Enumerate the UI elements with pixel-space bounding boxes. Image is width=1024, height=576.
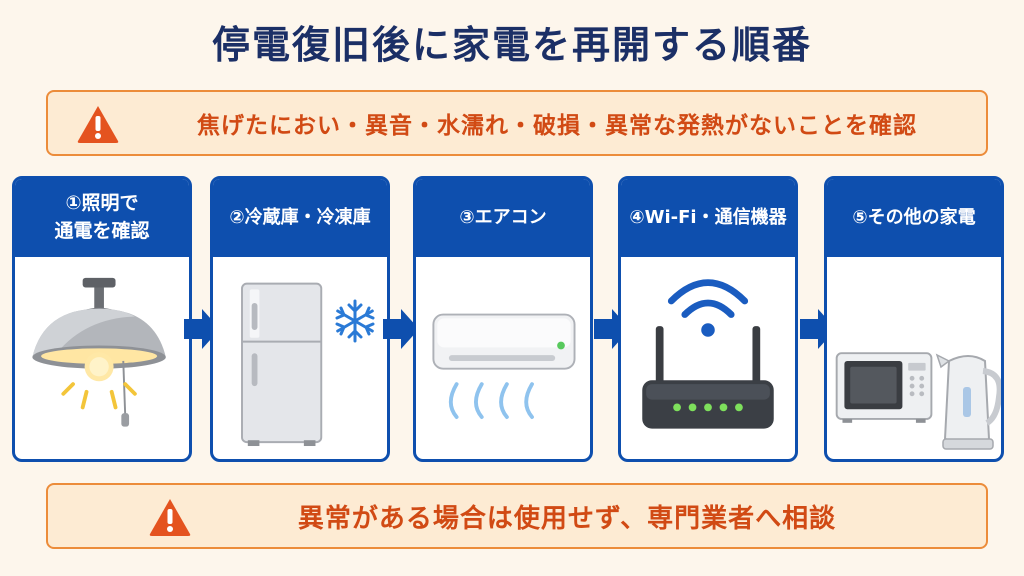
step-1-label-line1: ①照明で: [65, 192, 139, 215]
step-card-1: ①照明で 通電を確認: [12, 176, 192, 462]
snowflake-icon: [335, 299, 375, 343]
step-card-3: ③エアコン: [413, 176, 593, 462]
step-card-2: ②冷蔵庫・冷凍庫: [210, 176, 390, 462]
step-card-5: ⑤その他の家電: [824, 176, 1004, 462]
step-3-label: ③エアコン: [416, 179, 590, 257]
bottom-warning-banner: 異常がある場合は使用せず、専門業者へ相談: [46, 483, 988, 549]
page-title: 停電復旧後に家電を再開する順番: [211, 23, 812, 67]
air-conditioner-icon: [432, 313, 576, 419]
kettle-icon: [935, 353, 1001, 450]
warning-icon: [77, 106, 119, 143]
microwave-icon: [835, 352, 933, 423]
warning-icon: [149, 499, 191, 536]
bottom-warning-text: 異常がある場合は使用せず、専門業者へ相談: [297, 503, 837, 534]
step-4-label: ④Wi-Fi・通信機器: [621, 179, 795, 257]
step-5-label: ⑤その他の家電: [827, 179, 1001, 257]
step-2-label: ②冷蔵庫・冷凍庫: [213, 179, 387, 257]
step-1-label: ①照明で 通電を確認: [15, 179, 189, 257]
top-warning-banner: 焦げたにおい・異音・水濡れ・破損・異常な発熱がないことを確認: [46, 90, 988, 156]
step-card-4: ④Wi-Fi・通信機器: [618, 176, 798, 462]
ceiling-lamp-icon: [32, 277, 166, 427]
arrow-right-icon: [383, 309, 419, 349]
top-warning-text: 焦げたにおい・異音・水濡れ・破損・異常な発熱がないことを確認: [197, 113, 917, 139]
refrigerator-icon: [241, 282, 323, 447]
wifi-router-icon: [642, 279, 774, 429]
step-1-label-line2: 通電を確認: [54, 220, 150, 242]
